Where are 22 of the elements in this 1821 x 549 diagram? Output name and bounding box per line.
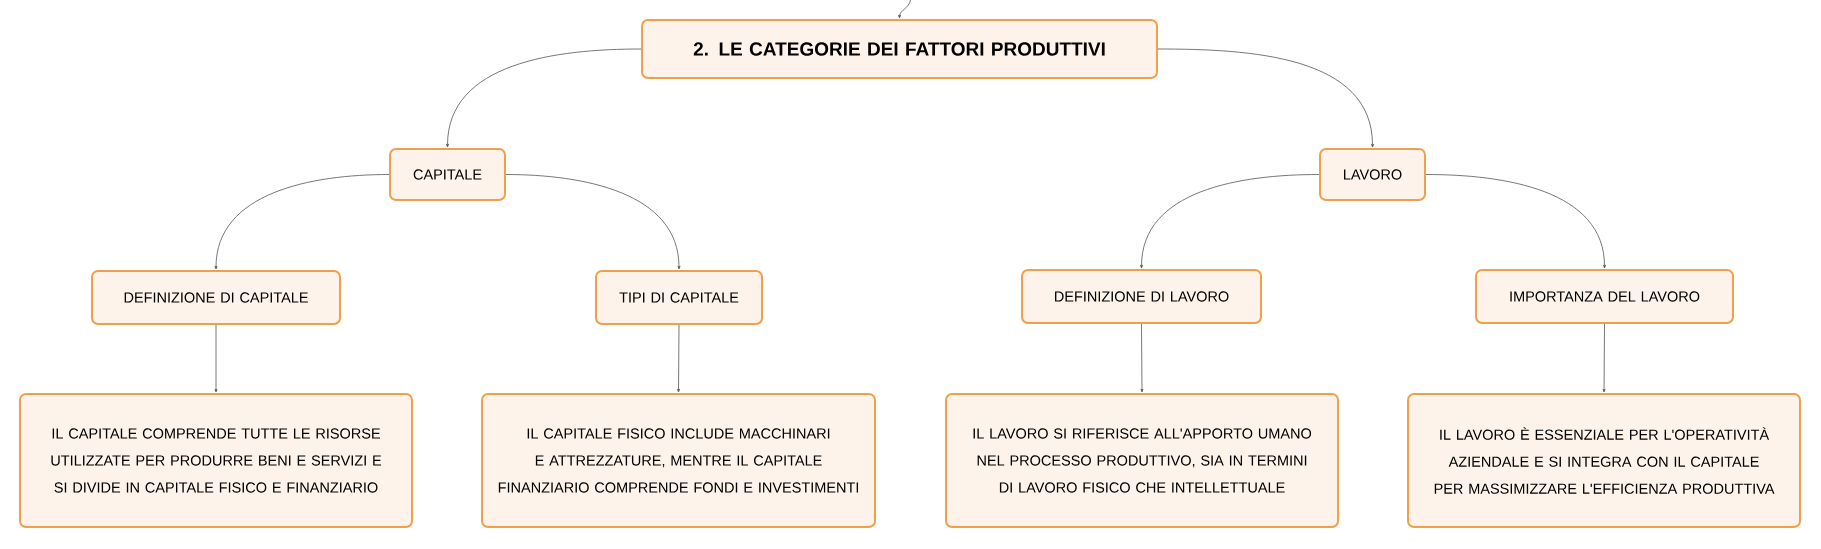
arrow <box>677 324 680 393</box>
arrow <box>1157 48 1374 148</box>
topic-box: DEFINIZIONE DI CAPITALE <box>91 270 341 325</box>
arrow <box>214 324 218 393</box>
title-box: 2. LE CATEGORIE DEI FATTORI PRODUTTIVI <box>641 19 1158 79</box>
topic-box: DEFINIZIONE DI LAVORO <box>1021 269 1262 324</box>
description-box: IL CAPITALE COMPRENDE TUTTE LE RISORSE UTILIZZATE PER PRODURRE BENI E SERVIZI E SI DIVIDE IN CAPITALE FISICO E FINANZIARIO <box>19 393 413 528</box>
arrow <box>1602 323 1606 393</box>
topic-box: CAPITALE <box>389 148 506 201</box>
topic-box: IMPORTANZA DEL LAVORO <box>1475 269 1734 324</box>
arrow <box>214 174 390 270</box>
topic-box: TIPI DI CAPITALE <box>595 270 763 325</box>
topic-box: LAVORO <box>1319 148 1426 201</box>
arrow <box>898 0 911 19</box>
arrow <box>505 174 681 270</box>
arrow <box>1140 323 1144 393</box>
arrow <box>1140 174 1320 269</box>
description-box: IL LAVORO È ESSENZIALE PER L'OPERATIVITÀ AZIENDALE E SI INTEGRA CON IL CAPITALE PER MASSIMIZZARE L'EFFICIENZA PRODUTTIVA <box>1407 393 1801 528</box>
arrow <box>446 48 642 148</box>
arrow <box>1425 174 1606 269</box>
description-box: IL CAPITALE FISICO INCLUDE MACCHINARI E ATTREZZATURE, MENTRE IL CAPITALE FINANZIARIO COMPRENDE FONDI E INVESTIMENTI <box>481 393 876 528</box>
description-box: IL LAVORO SI RIFERISCE ALL'APPORTO UMANO NEL PROCESSO PRODUTTIVO, SIA IN TERMINI DI LAVORO FISICO CHE INTELLETTUALE <box>945 393 1339 528</box>
